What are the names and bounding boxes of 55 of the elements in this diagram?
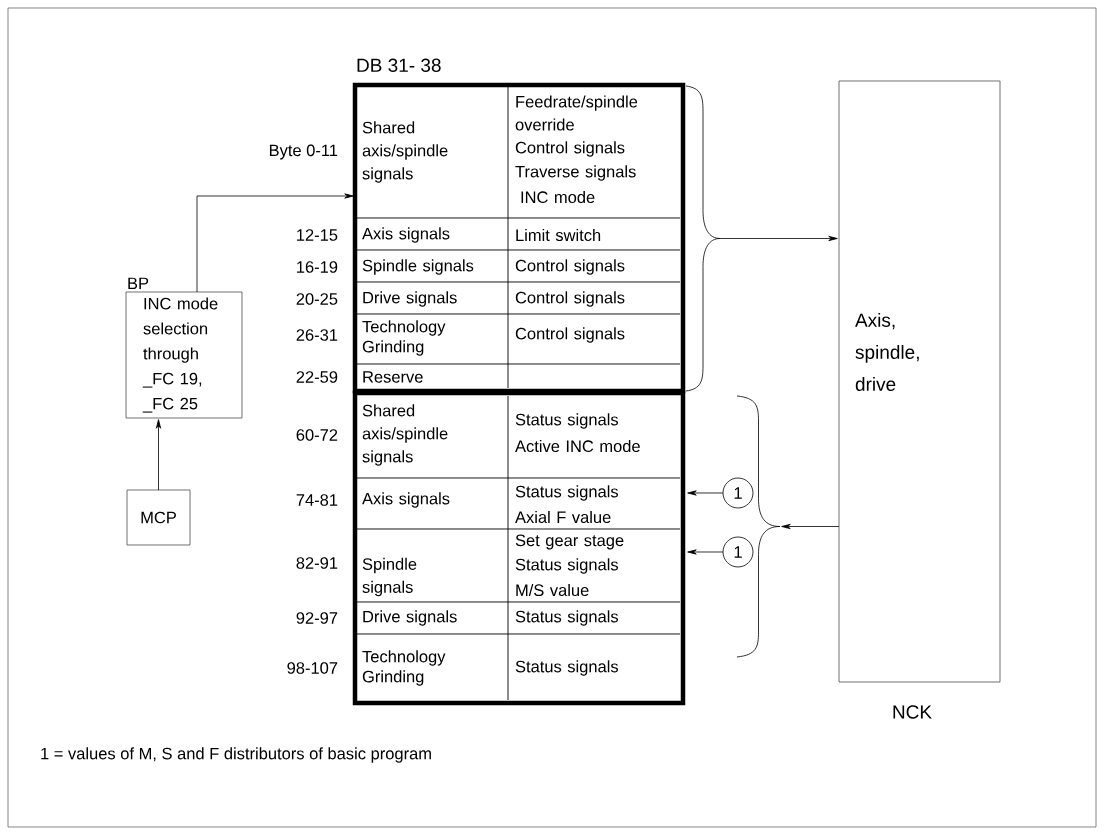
box-caption: BP [128,277,149,289]
table-cell-text: Control signals [515,327,625,343]
byte-range: 12-15 [297,229,338,241]
table-cell-text: Control signals [515,141,625,157]
arrow [781,523,840,530]
table-cell-text: Status signals [515,485,619,501]
box-caption: NCK [893,705,932,719]
process-box: INC mode selection through _FC 19, _FC 25 [125,291,243,419]
table-cell-text: Control signals [515,291,625,307]
brace [685,85,721,392]
table-cell-text: Traverse signals [515,165,636,181]
table-cell-text: Feedrate/spindle override [515,95,638,131]
table-cell-text: Axial F value [515,510,611,524]
byte-range: 92-97 [296,612,338,624]
arrow [196,193,354,293]
byte-range: 82-91 [296,557,338,569]
table-cell-text: Control signals [515,259,625,275]
table-frame [352,390,686,706]
table-cell-text: Drive signals [363,291,457,307]
table-cell-text: Technology Grinding [362,320,446,356]
byte-range: 16-19 [297,261,338,273]
table-cell-text: Set gear stage [515,534,624,550]
table-cell-text: INC mode [521,190,595,204]
byte-range: Byte 0-11 [269,144,338,160]
table-cell-text: Limit switch [516,228,601,242]
table-cell-text: Active INC mode [515,439,640,453]
table-cell-text: M/S value [516,583,589,597]
table-cell-text: Status signals [515,558,619,574]
table-cell-text: Shared axis/spindle signals [362,121,448,183]
box-text: Axis, spindle, drive [855,313,919,391]
process-box: MCP [126,489,191,546]
byte-range: 26-31 [296,329,338,341]
table-cell-text: Axis signals [362,227,450,243]
table-cell-text: Reserve [363,371,423,383]
table-cell-text: Status signals [515,610,619,626]
arrow [719,235,838,242]
byte-range: 60-72 [296,429,338,441]
byte-range: 20-25 [296,293,338,305]
table-cell-text: Technology Grinding [362,650,446,686]
byte-range: 22-59 [296,371,338,383]
arrow [155,419,162,491]
brace [736,395,781,658]
table-cell-text: Spindle signals [362,557,417,597]
byte-range: 98-107 [287,662,338,674]
arrow [687,549,724,555]
footnote: 1 = values of M, S and F distributors of basic program [41,747,431,763]
table-cell-text: Drive signals [363,610,457,626]
table-cell-text: Spindle signals [362,259,474,275]
byte-range: 74-81 [296,494,338,506]
table-cell-text: Shared axis/spindle signals [362,404,448,466]
table-cell-text: Status signals [515,660,619,676]
table-cell-text: Status signals [515,413,619,429]
arrow [687,490,724,496]
block-heading: DB 31- 38 [357,58,441,72]
table-cell-text: Axis signals [362,492,450,508]
